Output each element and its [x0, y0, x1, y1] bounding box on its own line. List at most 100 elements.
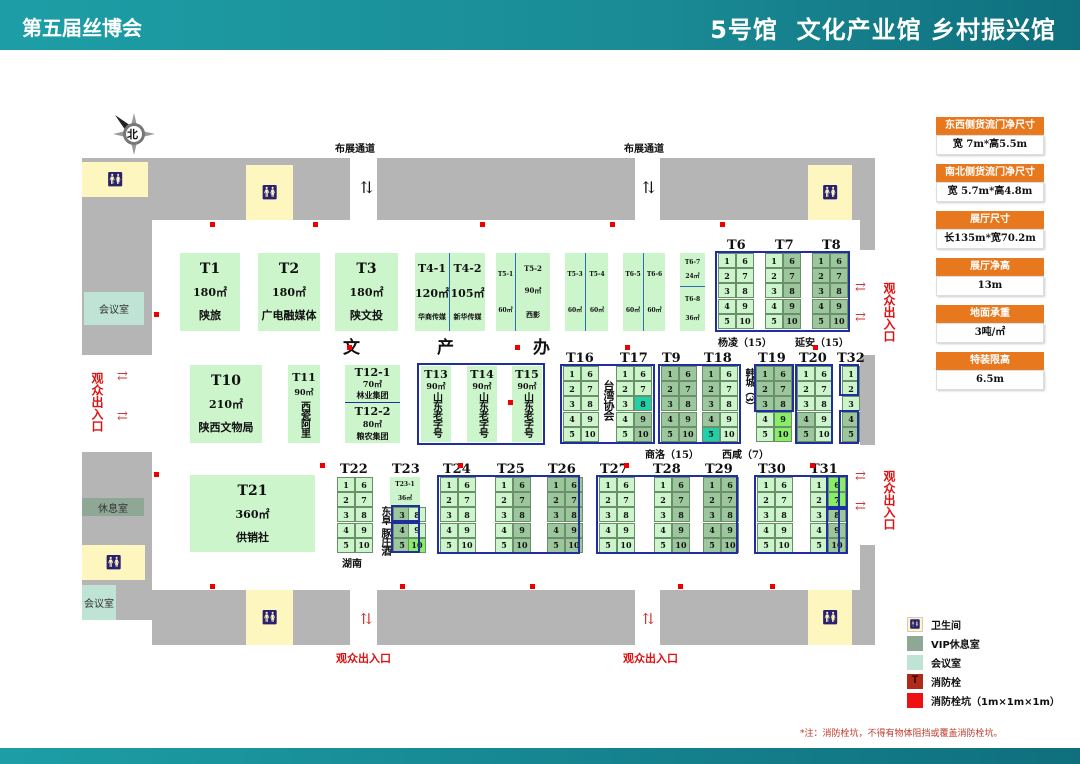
- booth-cell[interactable]: 10: [736, 313, 754, 329]
- booth-cell[interactable]: 5: [599, 537, 617, 553]
- booth-cell[interactable]: 1: [661, 366, 679, 381]
- booth-cell[interactable]: 8: [775, 507, 793, 523]
- booth-cell[interactable]: 3: [599, 507, 617, 523]
- booth-cell[interactable]: 2: [563, 381, 581, 397]
- booth-cell[interactable]: 3: [563, 396, 581, 412]
- booth-cell[interactable]: 4: [337, 522, 355, 538]
- booth-cell[interactable]: 9: [721, 522, 739, 538]
- booth-cell[interactable]: 6: [634, 366, 652, 381]
- booth-cell[interactable]: 5: [842, 426, 860, 442]
- booth-cell[interactable]: 8: [581, 396, 599, 412]
- booth-cell[interactable]: 5: [757, 537, 775, 553]
- booth-cell[interactable]: 7: [355, 492, 373, 508]
- booth-cell[interactable]: 4: [757, 522, 775, 538]
- booth-cell[interactable]: 6: [355, 477, 373, 492]
- booth-cell[interactable]: 2: [765, 268, 783, 284]
- booth-cell[interactable]: 3: [812, 283, 830, 299]
- booth-cell[interactable]: 7: [721, 492, 739, 508]
- booth-cell[interactable]: 2: [842, 381, 860, 397]
- booth-cell[interactable]: 2: [757, 492, 775, 508]
- booth-cell[interactable]: 6: [720, 366, 738, 381]
- booth-cell[interactable]: 9: [679, 411, 697, 427]
- booth-cell[interactable]: 5: [702, 426, 720, 442]
- booth-cell[interactable]: 10: [774, 426, 792, 442]
- booth-cell[interactable]: 2: [810, 492, 828, 508]
- booth-cell[interactable]: 7: [581, 381, 599, 397]
- booth-cell[interactable]: 5: [654, 537, 672, 553]
- booth-cell[interactable]: 4: [797, 411, 815, 427]
- booth-cell[interactable]: 2: [599, 492, 617, 508]
- booth-cell[interactable]: 10: [513, 537, 531, 553]
- booth-cell[interactable]: 3: [703, 507, 721, 523]
- booth-cell[interactable]: 1: [797, 366, 815, 381]
- booth-cell[interactable]: 9: [830, 298, 848, 314]
- booth-cell[interactable]: 7: [775, 492, 793, 508]
- booth-cell[interactable]: 6: [679, 366, 697, 381]
- booth-cell[interactable]: 9: [783, 298, 801, 314]
- booth-cell[interactable]: 7: [774, 381, 792, 397]
- booth-cell[interactable]: 5: [495, 537, 513, 553]
- booth-cell[interactable]: 5: [661, 426, 679, 442]
- booth-cell[interactable]: 5: [703, 537, 721, 553]
- booth-cell[interactable]: 1: [703, 477, 721, 492]
- booth-cell[interactable]: 1: [654, 477, 672, 492]
- booth-cell[interactable]: 4: [702, 411, 720, 427]
- booth-cell[interactable]: 2: [654, 492, 672, 508]
- booth-cell[interactable]: 1: [495, 477, 513, 492]
- booth-cell[interactable]: 4: [810, 522, 828, 538]
- booth-cell[interactable]: 4: [599, 522, 617, 538]
- booth-cell[interactable]: 7: [617, 492, 635, 508]
- booth-cell[interactable]: 10: [617, 537, 635, 553]
- booth-cell[interactable]: 9: [815, 411, 833, 427]
- booth-cell[interactable]: 1: [440, 477, 458, 492]
- booth-cell[interactable]: 9: [565, 522, 583, 538]
- booth-cell[interactable]: 8: [565, 507, 583, 523]
- booth-cell[interactable]: 2: [337, 492, 355, 508]
- booth-cell[interactable]: 10: [581, 426, 599, 442]
- booth-cell[interactable]: 9: [408, 522, 426, 538]
- booth-cell[interactable]: 7: [458, 492, 476, 508]
- booth-cell[interactable]: 6: [458, 477, 476, 492]
- booth-cell[interactable]: 3: [756, 396, 774, 412]
- booth-cell[interactable]: 5: [440, 537, 458, 553]
- booth-cell[interactable]: 3: [654, 507, 672, 523]
- booth-cell[interactable]: 3: [440, 507, 458, 523]
- booth-cell[interactable]: 1: [337, 477, 355, 492]
- booth-cell[interactable]: 8: [634, 396, 652, 412]
- booth-cell[interactable]: 6: [775, 477, 793, 492]
- booth-cell[interactable]: 4: [842, 411, 860, 427]
- booth-cell[interactable]: 3: [495, 507, 513, 523]
- booth-cell[interactable]: 5: [547, 537, 565, 553]
- booth-cell[interactable]: 8: [830, 283, 848, 299]
- booth-cell[interactable]: 10: [830, 313, 848, 329]
- booth-cell[interactable]: 9: [634, 411, 652, 427]
- booth-cell[interactable]: 4: [756, 411, 774, 427]
- booth-cell[interactable]: 3: [702, 396, 720, 412]
- booth-cell[interactable]: 6: [783, 253, 801, 268]
- booth-cell[interactable]: 6: [830, 253, 848, 268]
- booth-cell[interactable]: 8: [617, 507, 635, 523]
- booth-cell[interactable]: 10: [828, 537, 846, 553]
- booth-cell[interactable]: 4: [495, 522, 513, 538]
- booth-cell[interactable]: 6: [828, 477, 846, 492]
- booth-cell[interactable]: 10: [721, 537, 739, 553]
- booth-cell[interactable]: 4: [654, 522, 672, 538]
- booth-cell[interactable]: 5: [812, 313, 830, 329]
- booth-cell[interactable]: 8: [355, 507, 373, 523]
- booth-cell[interactable]: 7: [634, 381, 652, 397]
- booth-cell[interactable]: 10: [679, 426, 697, 442]
- booth-cell[interactable]: 9: [828, 522, 846, 538]
- booth-cell[interactable]: 3: [661, 396, 679, 412]
- booth-cell[interactable]: 8: [408, 507, 426, 523]
- booth-cell[interactable]: 6: [581, 366, 599, 381]
- booth-cell[interactable]: 1: [547, 477, 565, 492]
